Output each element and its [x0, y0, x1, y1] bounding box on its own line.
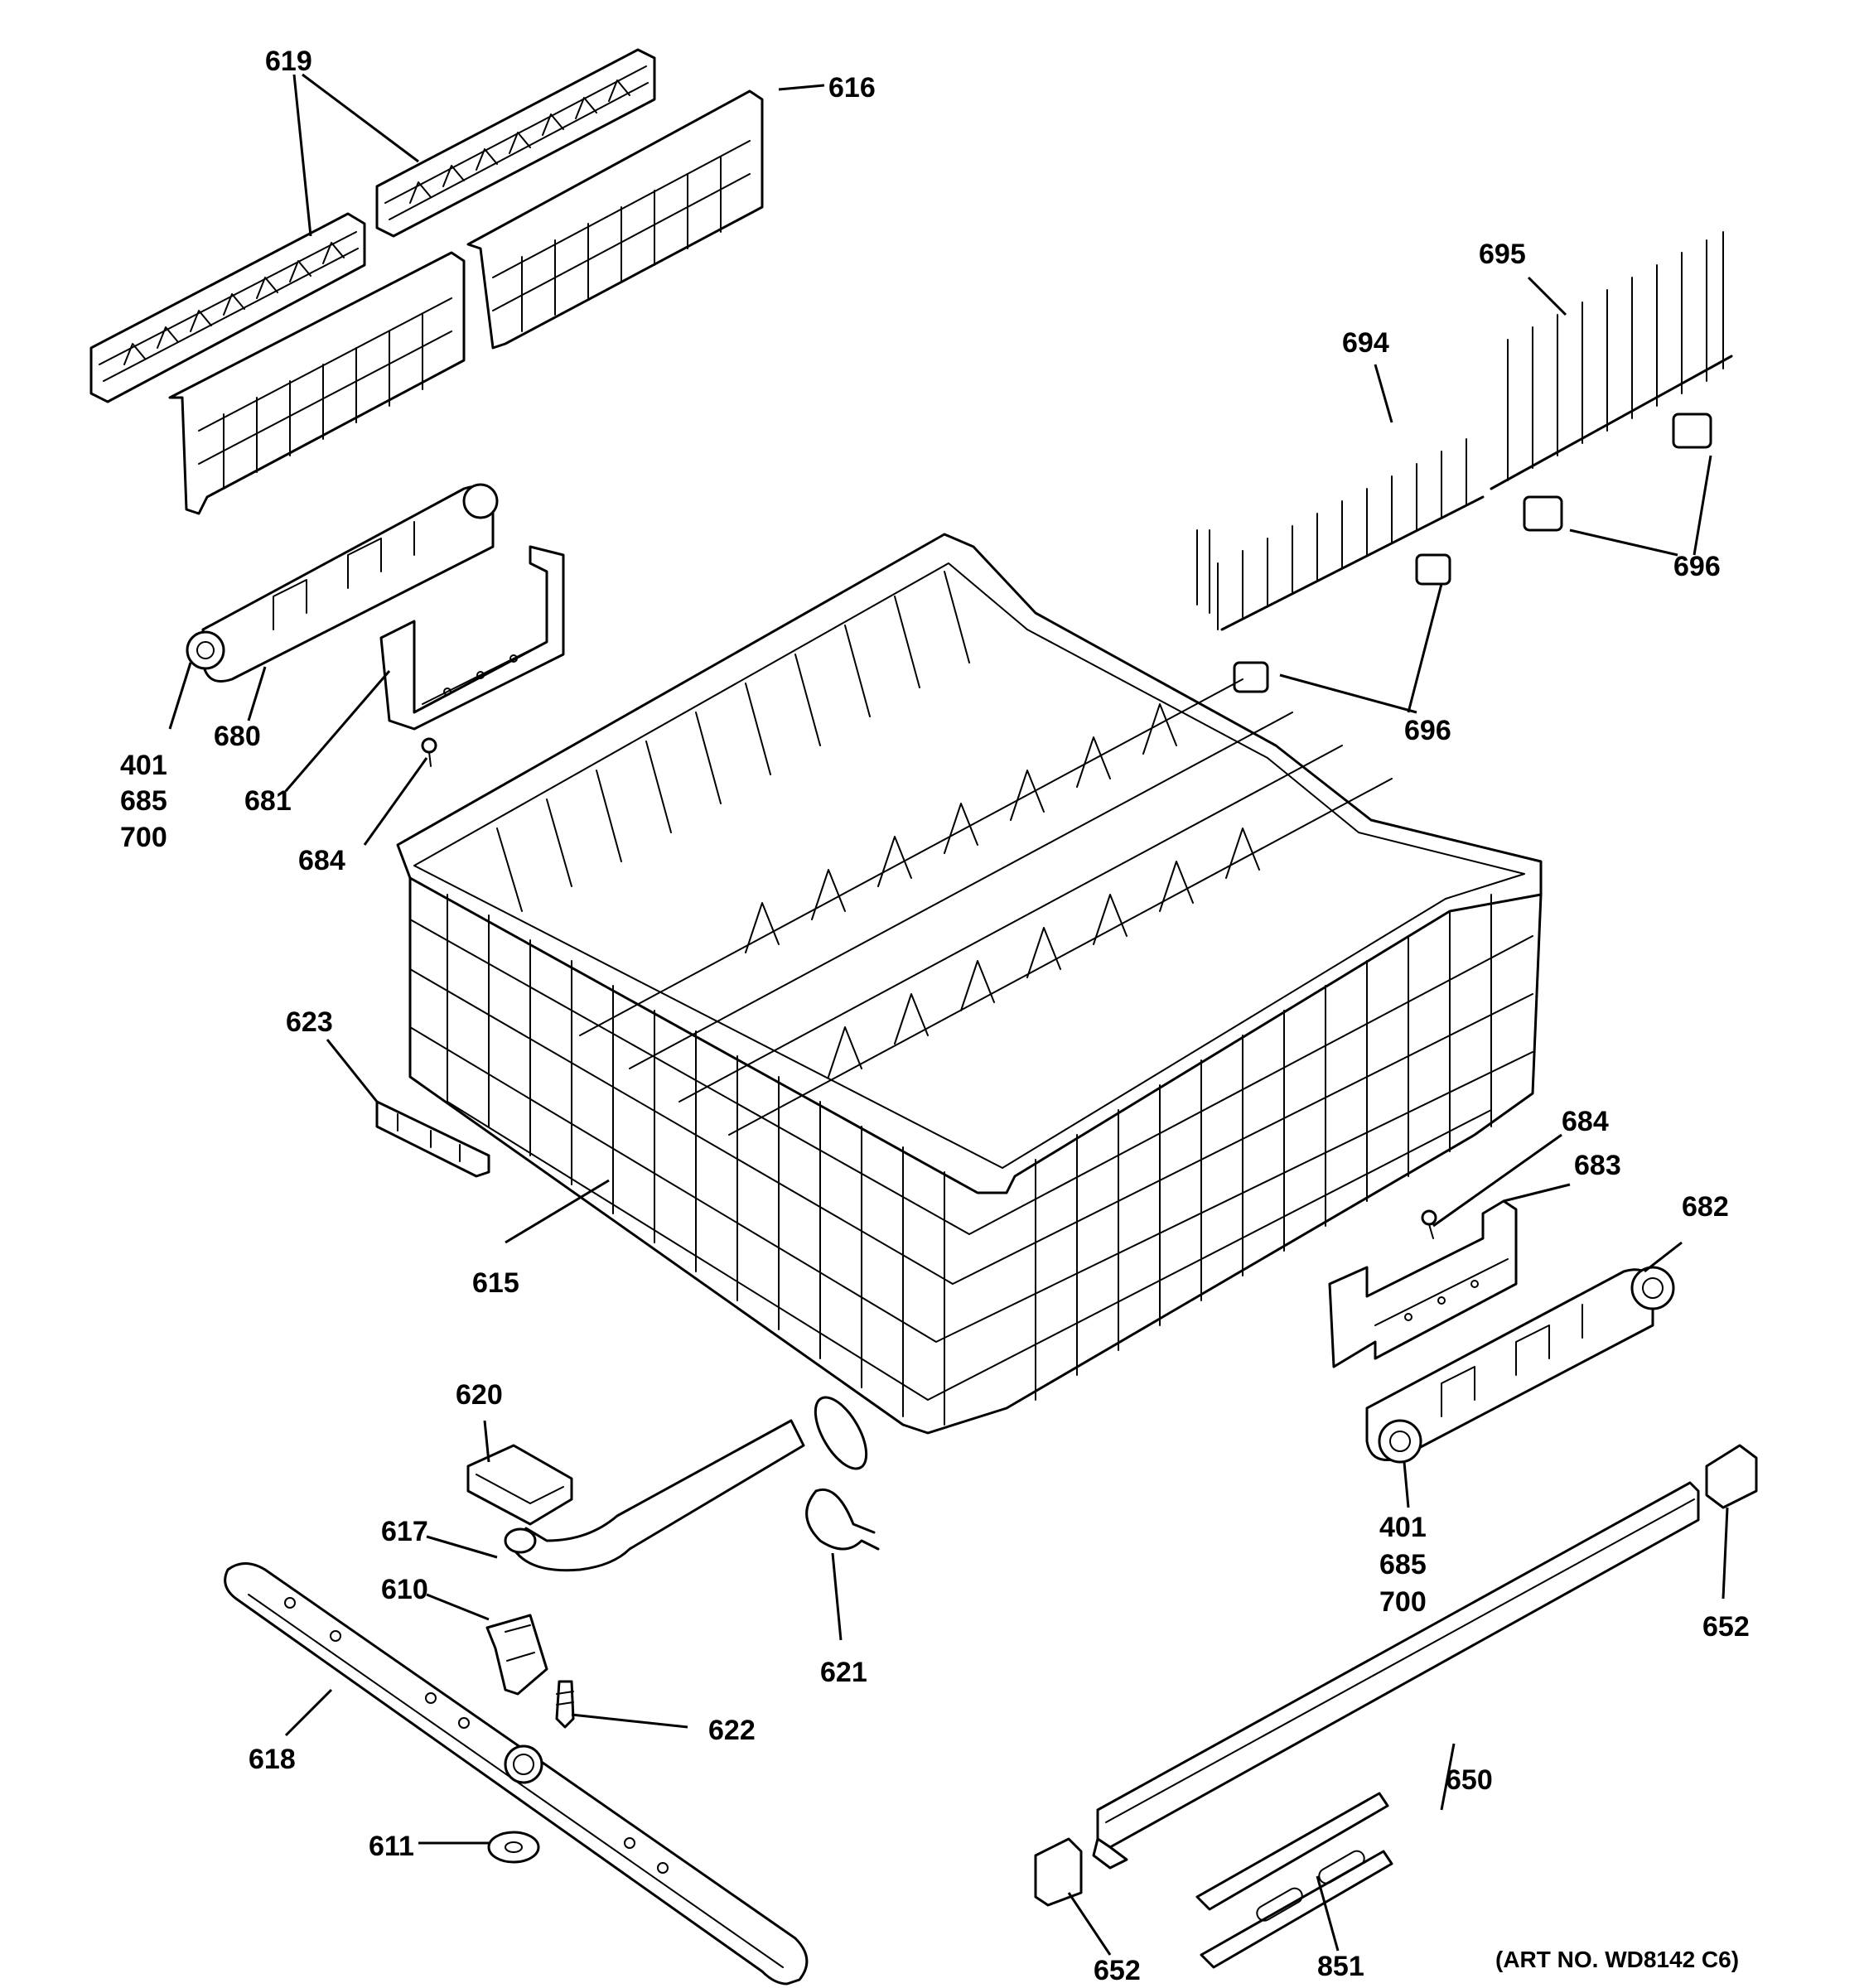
- callout-696-lower: 696: [1404, 715, 1451, 746]
- callout-680: 680: [214, 721, 261, 752]
- callout-619: 619: [265, 46, 312, 77]
- part-621-clamp: [805, 1489, 880, 1551]
- callout-695: 695: [1479, 239, 1526, 270]
- callout-618: 618: [249, 1744, 296, 1775]
- callout-621: 621: [820, 1657, 867, 1688]
- part-681-bracket: [379, 545, 565, 731]
- callout-650: 650: [1446, 1764, 1493, 1796]
- part-696-clips: [1233, 413, 1712, 693]
- part-684-screw-right: [1421, 1209, 1437, 1239]
- callout-851: 851: [1317, 1951, 1364, 1982]
- callout-694: 694: [1342, 327, 1389, 359]
- callout-684-left: 684: [298, 845, 345, 876]
- part-610-manifold: [485, 1614, 548, 1696]
- part-623-clip: [375, 1100, 490, 1178]
- callout-681: 681: [244, 785, 292, 817]
- part-622-screw: [555, 1680, 575, 1729]
- callout-615: 615: [472, 1267, 519, 1299]
- callout-610: 610: [381, 1574, 428, 1605]
- part-650-rail: [1092, 1481, 1700, 1870]
- part-680-roller-bracket: [186, 483, 499, 683]
- callout-682: 682: [1682, 1191, 1729, 1223]
- part-694-695-tines: [1196, 231, 1733, 631]
- callout-616: 616: [828, 72, 876, 104]
- part-851-slider: [1195, 1792, 1393, 1969]
- callout-401-left: 401: [120, 750, 167, 781]
- callout-683: 683: [1574, 1150, 1621, 1181]
- part-617-feed-tube: [504, 1396, 868, 1572]
- callout-401-right: 401: [1379, 1512, 1427, 1543]
- callout-652-left: 652: [1094, 1955, 1141, 1986]
- part-683-bracket: [1328, 1199, 1518, 1368]
- callout-652-right: 652: [1702, 1611, 1750, 1643]
- callout-622: 622: [708, 1715, 756, 1746]
- callout-617: 617: [381, 1516, 428, 1547]
- callout-696-upper: 696: [1673, 551, 1721, 582]
- part-619-tine-row: [89, 48, 656, 403]
- part-652-end-stops: [1034, 1444, 1758, 1907]
- callout-685-left: 685: [120, 785, 167, 817]
- callout-700-left: 700: [120, 822, 167, 853]
- callout-620: 620: [456, 1379, 503, 1411]
- leader-lines: [168, 73, 1729, 1956]
- callout-labels: 619 616 695 694 696 696 401 685 700 680 …: [120, 46, 1750, 1986]
- part-620-cap: [466, 1444, 573, 1526]
- callout-611: 611: [369, 1831, 414, 1862]
- part-682-roller-bracket: [1365, 1266, 1675, 1464]
- part-618-spray-arm: [224, 1562, 809, 1986]
- part-615-upper-rack: [396, 533, 1543, 1435]
- callout-700-right: 700: [1379, 1586, 1427, 1618]
- art-number: (ART NO. WD8142 C6): [1495, 1947, 1739, 1972]
- part-684-screw: [421, 737, 437, 767]
- callout-684-right: 684: [1562, 1106, 1609, 1137]
- callout-623: 623: [286, 1006, 333, 1038]
- part-611-washer: [487, 1831, 540, 1864]
- part-616-rack-rail: [168, 89, 764, 515]
- callout-685-right: 685: [1379, 1549, 1427, 1580]
